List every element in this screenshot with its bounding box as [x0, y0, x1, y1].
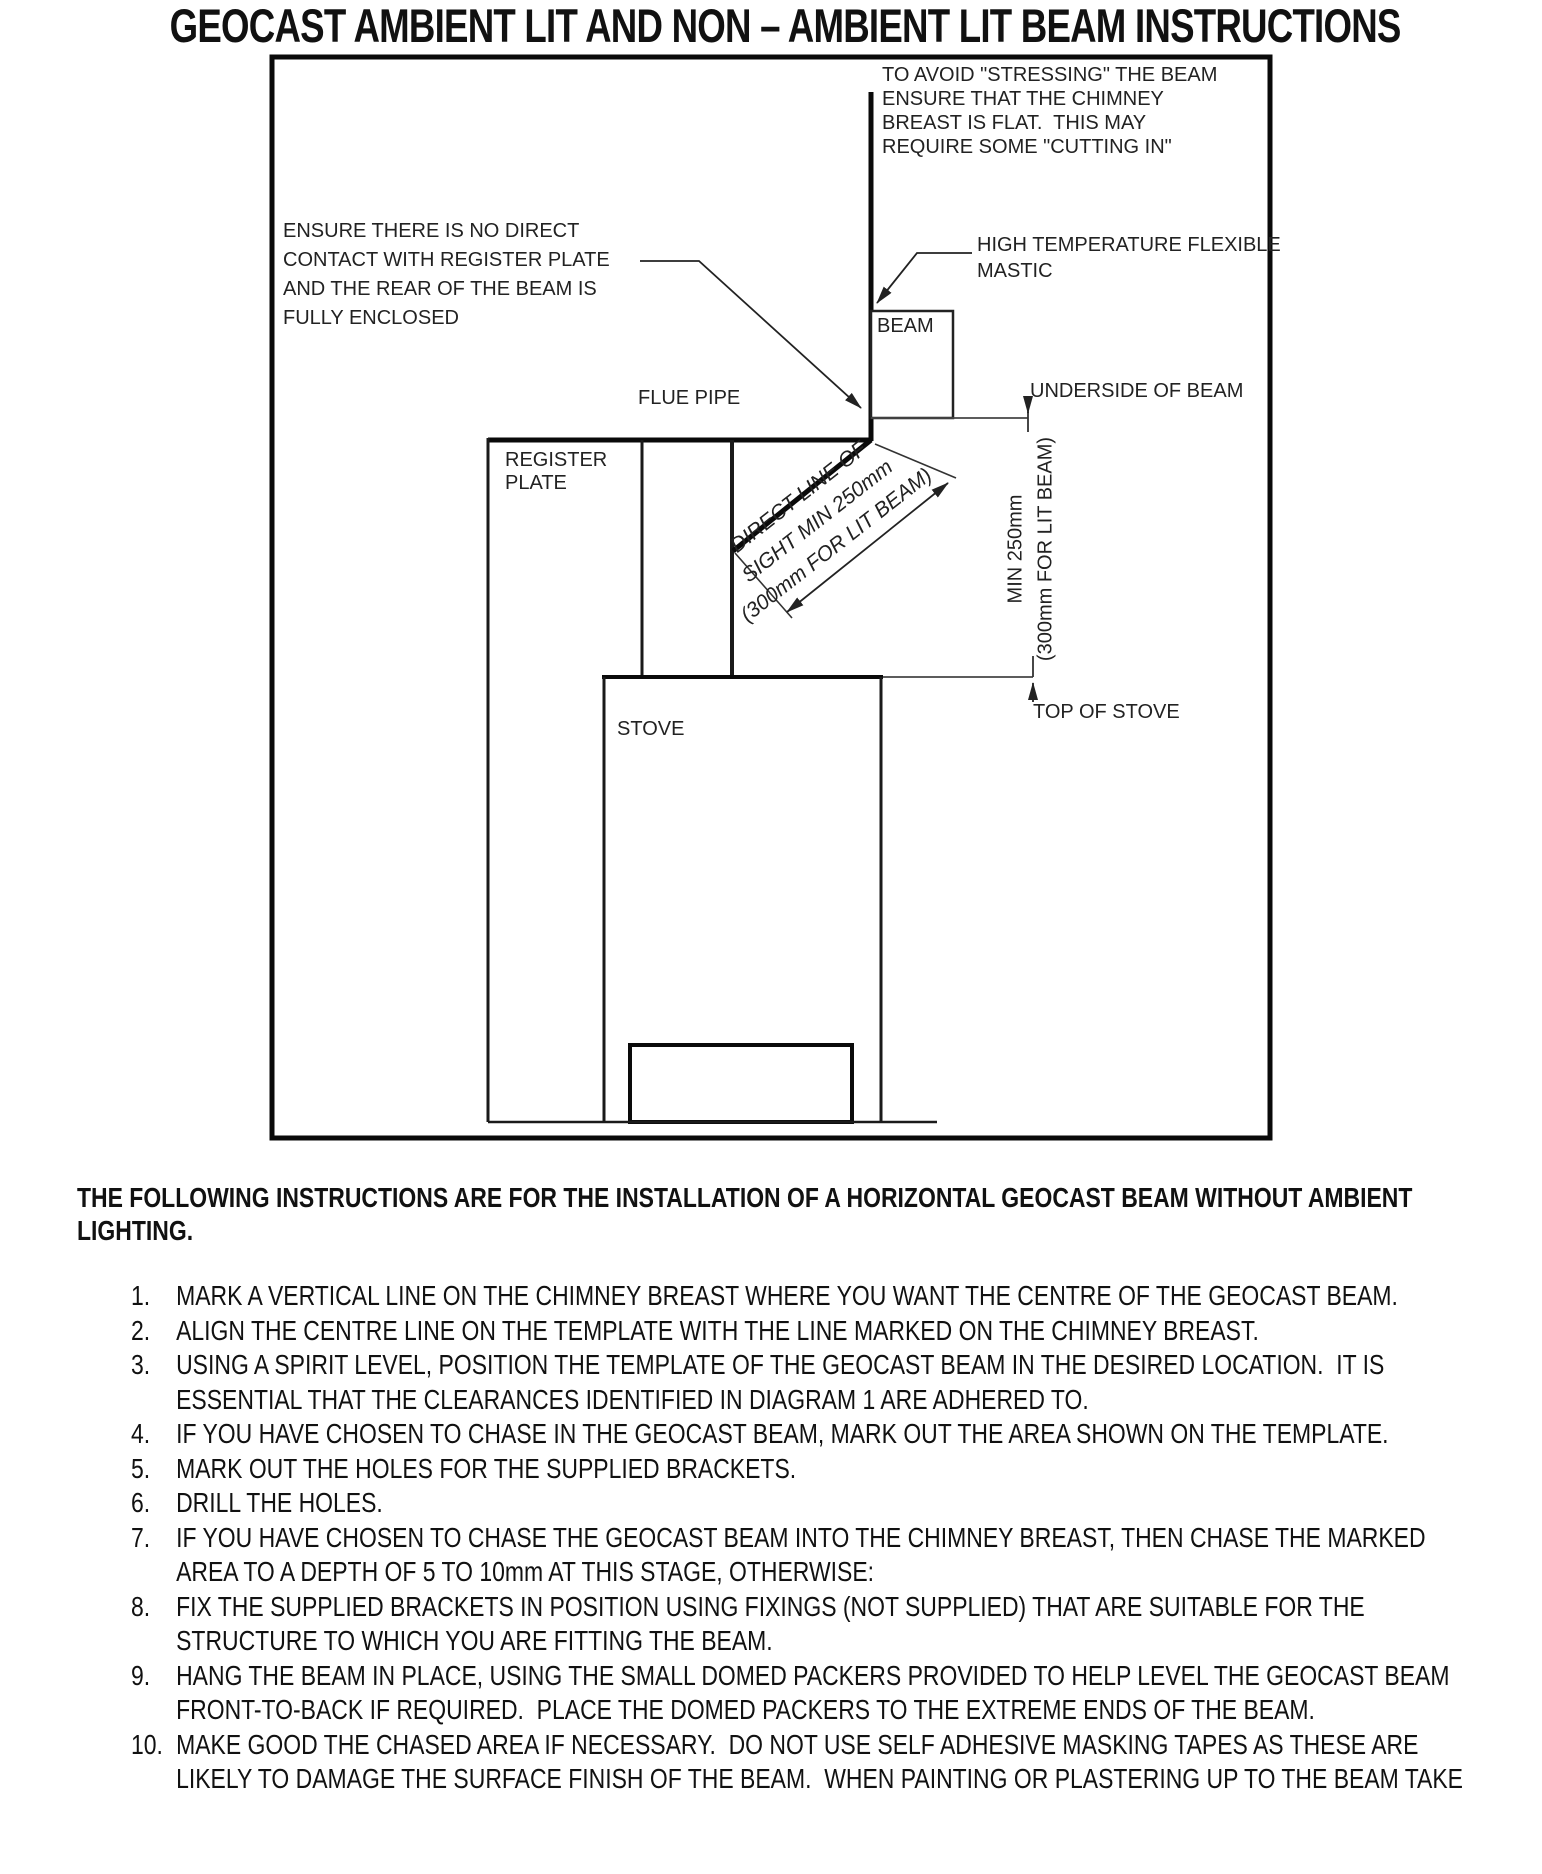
mastic-leader-arrow [876, 252, 972, 304]
label-stove: STOVE [617, 718, 685, 740]
label-top-of-stove: TOP OF STOVE [1033, 701, 1180, 723]
list-item: 3. USING A SPIRIT LEVEL, POSITION THE TEM… [131, 1348, 1525, 1417]
list-item-number: 1. [131, 1280, 151, 1311]
register-leader-arrow [640, 260, 862, 409]
list-item: 6. DRILL THE HOLES. [131, 1486, 1525, 1521]
list-item-number: 5. [131, 1452, 151, 1484]
list-item-number: 10. [131, 1728, 163, 1760]
list-item: 7. IF YOU HAVE CHOSEN TO CHASE THE GEOCAS… [131, 1521, 1525, 1590]
list-item: 5. MARK OUT THE HOLES FOR THE SUPPLIED BR… [131, 1452, 1525, 1487]
vertical-dim-label-1: MIN 250mm [1004, 495, 1026, 604]
list-item-number: 7. [131, 1521, 151, 1553]
list-item-line: FIX THE SUPPLIED BRACKETS IN POSITION US… [176, 1590, 1365, 1622]
list-item-line: MARK A VERTICAL LINE ON THE CHIMNEY BREA… [176, 1280, 1398, 1311]
list-item-line: USING A SPIRIT LEVEL, POSITION THE TEMPL… [176, 1349, 1385, 1380]
list-item: 10. MAKE GOOD THE CHASED AREA IF NECESSAR… [131, 1728, 1525, 1797]
list-item-number: 4. [131, 1418, 151, 1449]
list-item-line: LIKELY TO DAMAGE THE SURFACE FINISH OF T… [176, 1763, 1464, 1794]
list-item-line: IF YOU HAVE CHOSEN TO CHASE IN THE GEOCA… [176, 1418, 1389, 1449]
list-item-line: MARK OUT THE HOLES FOR THE SUPPLIED BRAC… [176, 1452, 797, 1484]
list-item: 8. FIX THE SUPPLIED BRACKETS IN POSITION … [131, 1590, 1525, 1659]
list-item-line: STRUCTURE TO WHICH YOU ARE FITTING THE B… [176, 1625, 773, 1656]
list-item-line: AREA TO A DEPTH OF 5 TO 10mm AT THIS STA… [176, 1556, 875, 1587]
beam-outline [869, 309, 955, 420]
sight-dimension-line [786, 482, 949, 613]
instructions-heading: THE FOLLOWING INSTRUCTIONS ARE FOR THE I… [77, 1182, 1413, 1246]
list-item: 4. IF YOU HAVE CHOSEN TO CHASE IN THE GEO… [131, 1417, 1525, 1452]
list-item-number: 8. [131, 1590, 151, 1622]
list-item: 2. ALIGN THE CENTRE LINE ON THE TEMPLATE … [131, 1314, 1525, 1349]
list-item-line: FRONT-TO-BACK IF REQUIRED. PLACE THE DOM… [176, 1694, 1315, 1725]
list-item-line: IF YOU HAVE CHOSEN TO CHASE THE GEOCAST … [176, 1521, 1426, 1553]
label-beam: BEAM [877, 315, 934, 337]
instructions-list: 1. MARK A VERTICAL LINE ON THE CHIMNEY BR… [131, 1279, 1525, 1797]
list-item-number: 3. [131, 1349, 151, 1380]
list-item: 9. HANG THE BEAM IN PLACE, USING THE SMAL… [131, 1659, 1525, 1728]
list-item-line: HANG THE BEAM IN PLACE, USING THE SMALL … [176, 1659, 1450, 1691]
list-item: 1. MARK A VERTICAL LINE ON THE CHIMNEY BR… [131, 1279, 1525, 1314]
list-item-number: 6. [131, 1487, 151, 1518]
list-item-number: 9. [131, 1659, 151, 1691]
list-item-line: ESSENTIAL THAT THE CLEARANCES IDENTIFIED… [176, 1383, 1089, 1415]
label-flue-pipe: FLUE PIPE [638, 387, 741, 409]
list-item-number: 2. [131, 1314, 151, 1346]
stove-plinth [628, 1043, 854, 1124]
label-underside-of-beam: UNDERSIDE OF BEAM [1030, 380, 1244, 402]
diagram-border [269, 54, 1273, 1141]
list-item-line: ALIGN THE CENTRE LINE ON THE TEMPLATE WI… [176, 1314, 1259, 1346]
list-item-line: DRILL THE HOLES. [176, 1487, 383, 1518]
page-title: GEOCAST AMBIENT LIT AND NON – AMBIENT LI… [169, 0, 1402, 52]
list-item-line: MAKE GOOD THE CHASED AREA IF NECESSARY. … [176, 1728, 1419, 1760]
vertical-dim-label-2: (300mm FOR LIT BEAM) [1034, 437, 1056, 661]
